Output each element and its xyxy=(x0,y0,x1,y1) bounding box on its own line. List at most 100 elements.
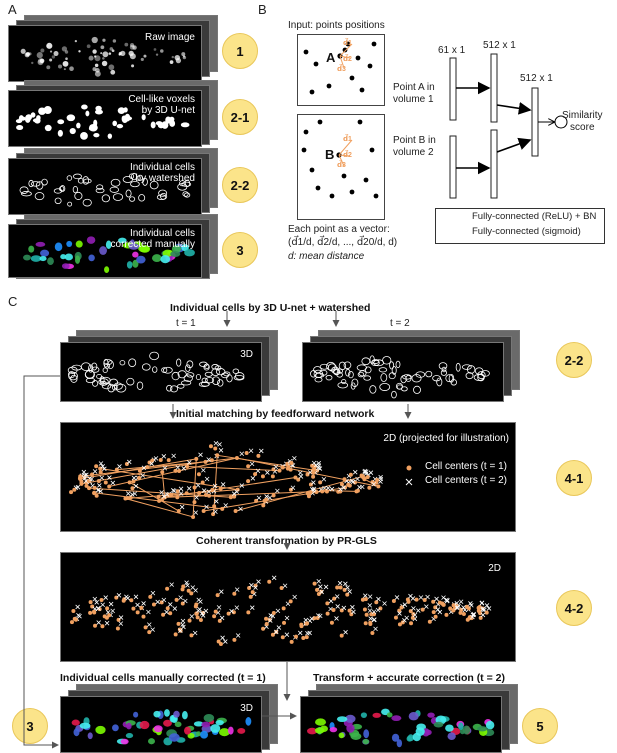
raw-signal-spot xyxy=(109,47,114,51)
cell-center-t2 xyxy=(125,595,131,601)
cell-center-t2 xyxy=(368,470,374,475)
cell-outline xyxy=(28,179,34,188)
title-initial-matching: Initial matching by feedforward network xyxy=(176,408,375,420)
labeled-cell xyxy=(427,712,435,718)
distance-vector xyxy=(339,43,353,57)
cell-center-t2 xyxy=(131,475,137,481)
raw-signal-spot xyxy=(112,39,117,43)
cell-center-t1 xyxy=(127,480,132,485)
distance-label: d⃗1 xyxy=(343,134,352,143)
raw-signal-spot xyxy=(111,49,115,53)
cell-center-t1 xyxy=(347,608,352,613)
relu-arrow xyxy=(496,137,532,153)
cell-center-t1 xyxy=(368,620,373,625)
step-badge-1: 1 xyxy=(222,33,258,69)
cell-center-t1 xyxy=(92,485,97,490)
cell-center-t2 xyxy=(410,596,416,601)
raw-signal-spot xyxy=(46,42,53,49)
cell-center-t1 xyxy=(220,506,225,511)
cell-center-t1 xyxy=(256,453,261,458)
cell-center-t1 xyxy=(370,631,375,636)
distance-vector xyxy=(339,55,345,69)
cell-center-t2 xyxy=(367,608,373,613)
points-box-a xyxy=(297,34,385,106)
cell-center-t1 xyxy=(194,602,199,607)
cell-center-t1 xyxy=(260,474,265,479)
cell-center-t1 xyxy=(261,503,266,508)
cell-center-t1 xyxy=(448,606,453,611)
match-line xyxy=(164,490,323,498)
cell-outline xyxy=(159,192,168,200)
cell-center-t1 xyxy=(311,470,316,475)
cell-center-t2 xyxy=(458,599,464,605)
cell-center-t2 xyxy=(311,487,316,493)
cell-voxel-blob xyxy=(57,129,63,137)
cell-center-t2 xyxy=(470,614,475,620)
cell-center-t1 xyxy=(72,616,77,621)
cell-center-t1 xyxy=(375,478,380,483)
labeled-cell xyxy=(132,251,139,258)
cell-center-t1 xyxy=(143,625,148,630)
labeled-cell xyxy=(47,257,54,266)
cell-center-t1 xyxy=(342,587,347,592)
cell-center-t1 xyxy=(192,500,197,505)
labeled-cell xyxy=(164,709,170,717)
cell-center-t1 xyxy=(378,606,383,611)
cell-voxel-blob xyxy=(25,114,33,121)
cell-center-t1 xyxy=(232,591,237,596)
cell-outline xyxy=(83,178,92,184)
labeled-cell xyxy=(345,714,356,723)
cell-center-t2 xyxy=(362,593,368,598)
cell-outline xyxy=(138,194,146,202)
cell-outline xyxy=(166,384,173,392)
labeled-cell xyxy=(391,733,400,742)
cell-center-t1 xyxy=(195,615,200,620)
cell-outline xyxy=(142,177,148,186)
cell-center-t1 xyxy=(484,610,489,615)
cell-outline xyxy=(112,193,124,201)
cell-center-t1 xyxy=(363,597,368,602)
labeled-cell xyxy=(163,719,172,727)
cell-center-t1 xyxy=(461,612,466,617)
cell-center-t2 xyxy=(454,605,459,611)
cell-outline xyxy=(161,367,168,373)
labeled-cell xyxy=(71,719,80,726)
cell-center-t1 xyxy=(247,586,252,591)
cell-voxel-blob xyxy=(38,107,46,115)
cell-center-t2 xyxy=(461,605,466,610)
cell-center-t1 xyxy=(218,642,223,647)
cell-outline xyxy=(477,371,486,379)
cell-center-t1 xyxy=(420,607,425,612)
cell-outline xyxy=(333,369,340,376)
cell-center-t1 xyxy=(157,498,162,503)
cell-center-t2 xyxy=(186,460,192,465)
cell-outline xyxy=(104,363,111,369)
cell-outline xyxy=(201,377,208,384)
cell-center-t2 xyxy=(149,461,154,466)
cell-center-t1 xyxy=(271,493,276,498)
cell-outline xyxy=(96,184,104,190)
cell-voxel-blob xyxy=(112,120,118,127)
cell-center-t1 xyxy=(270,632,275,637)
cell-center-t1 xyxy=(186,588,191,593)
cell-center-t2 xyxy=(140,473,146,478)
cell-center-t1 xyxy=(312,467,317,472)
raw-signal-spot xyxy=(64,50,69,54)
match-line xyxy=(217,454,318,472)
cell-center-t1 xyxy=(312,581,317,586)
cell-center-t1 xyxy=(100,624,105,629)
label-3d-bottom: 3D xyxy=(240,703,253,714)
cell-center-t2 xyxy=(141,465,147,471)
raw-signal-spot xyxy=(94,55,101,62)
labeled-cell xyxy=(95,725,106,735)
cell-center-t2 xyxy=(219,589,224,594)
raw-signal-spot xyxy=(74,40,77,43)
raw-signal-spot xyxy=(128,50,134,57)
cell-center-t1 xyxy=(331,608,336,613)
cell-center-t1 xyxy=(147,630,152,635)
vector-line-1: Each point as a vector: xyxy=(288,224,390,235)
cell-outline xyxy=(119,360,126,366)
cell-center-t2 xyxy=(172,606,178,611)
cell-center-t2 xyxy=(248,448,254,454)
legend-box xyxy=(435,208,605,244)
